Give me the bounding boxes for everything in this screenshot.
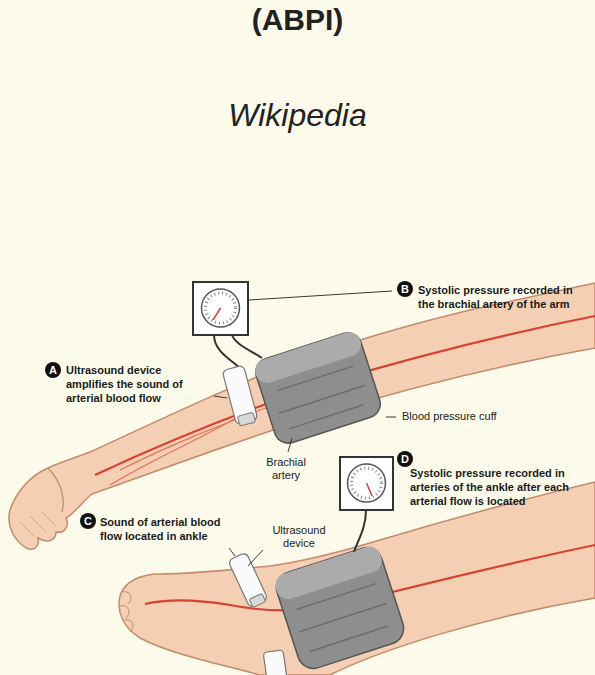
leader-line bbox=[248, 550, 263, 566]
leader-line bbox=[229, 548, 235, 556]
gauge-needle bbox=[213, 308, 221, 320]
ultrasound-probe bbox=[263, 650, 287, 675]
callout-group: DSystolic pressure recorded in arteries … bbox=[397, 451, 590, 508]
callout-letter: B bbox=[397, 281, 413, 297]
cuff-tube bbox=[354, 510, 366, 552]
gauge-ticks bbox=[206, 293, 236, 323]
cuff-body bbox=[272, 543, 408, 672]
probe-body bbox=[228, 552, 268, 608]
title-text: (ABPI) bbox=[0, 2, 595, 38]
leader-line bbox=[386, 417, 396, 418]
probe-tip bbox=[249, 593, 265, 607]
gauge-ticks bbox=[352, 468, 382, 498]
callout-text: Systolic pressure recorded in the brachi… bbox=[418, 283, 590, 311]
callout-group: A Ultrasound device amplifies the sound o… bbox=[45, 362, 211, 405]
cuff-folds bbox=[272, 365, 370, 431]
cuff-folds bbox=[293, 582, 394, 652]
leader-line bbox=[249, 291, 392, 300]
cuff-highlight bbox=[272, 543, 385, 602]
part-label: Blood pressure cuff bbox=[400, 410, 499, 423]
callout-group: CSound of arterial blood flow located in… bbox=[80, 513, 225, 543]
source-caption: Wikipedia bbox=[0, 96, 595, 134]
callout-text: Systolic pressure recorded in arteries o… bbox=[410, 466, 590, 508]
cuff-tube bbox=[232, 335, 262, 358]
part-label: Brachial artery bbox=[256, 456, 316, 482]
cuff-highlight bbox=[252, 329, 364, 386]
thumb-line bbox=[48, 468, 63, 512]
arm-cuff bbox=[252, 329, 384, 447]
gauge-needle bbox=[367, 483, 373, 496]
pressure-gauge bbox=[340, 457, 393, 510]
gauge-dial bbox=[348, 464, 386, 502]
pressure-gauge bbox=[193, 282, 248, 335]
ultrasound-probe bbox=[222, 365, 258, 427]
gauge-dial bbox=[202, 289, 240, 327]
probe-tip bbox=[237, 412, 255, 426]
probe-body bbox=[263, 650, 287, 675]
callout-letter: D bbox=[397, 451, 413, 467]
probe-cable bbox=[214, 335, 242, 370]
callout-letter: A bbox=[45, 362, 61, 378]
ankle-cuff bbox=[272, 543, 408, 672]
finger-lines bbox=[20, 512, 56, 536]
callout-group: B Systolic pressure recorded in the brach… bbox=[397, 281, 590, 311]
part-label: Ultrasound device bbox=[264, 524, 334, 550]
cuff-body bbox=[252, 329, 384, 447]
leader-lines bbox=[214, 291, 396, 566]
leader-line bbox=[214, 396, 227, 398]
gauge-case bbox=[340, 457, 393, 510]
callout-text: Sound of arterial blood flow located in … bbox=[100, 515, 225, 543]
ultrasound-probe bbox=[228, 552, 269, 608]
leader-line bbox=[288, 438, 292, 452]
brachial-artery-line bbox=[95, 316, 595, 475]
toe-lines bbox=[120, 592, 133, 632]
callout-letter: C bbox=[80, 513, 96, 529]
gauge-case bbox=[193, 282, 248, 335]
callout-text: Ultrasound device amplifies the sound of… bbox=[66, 363, 211, 405]
